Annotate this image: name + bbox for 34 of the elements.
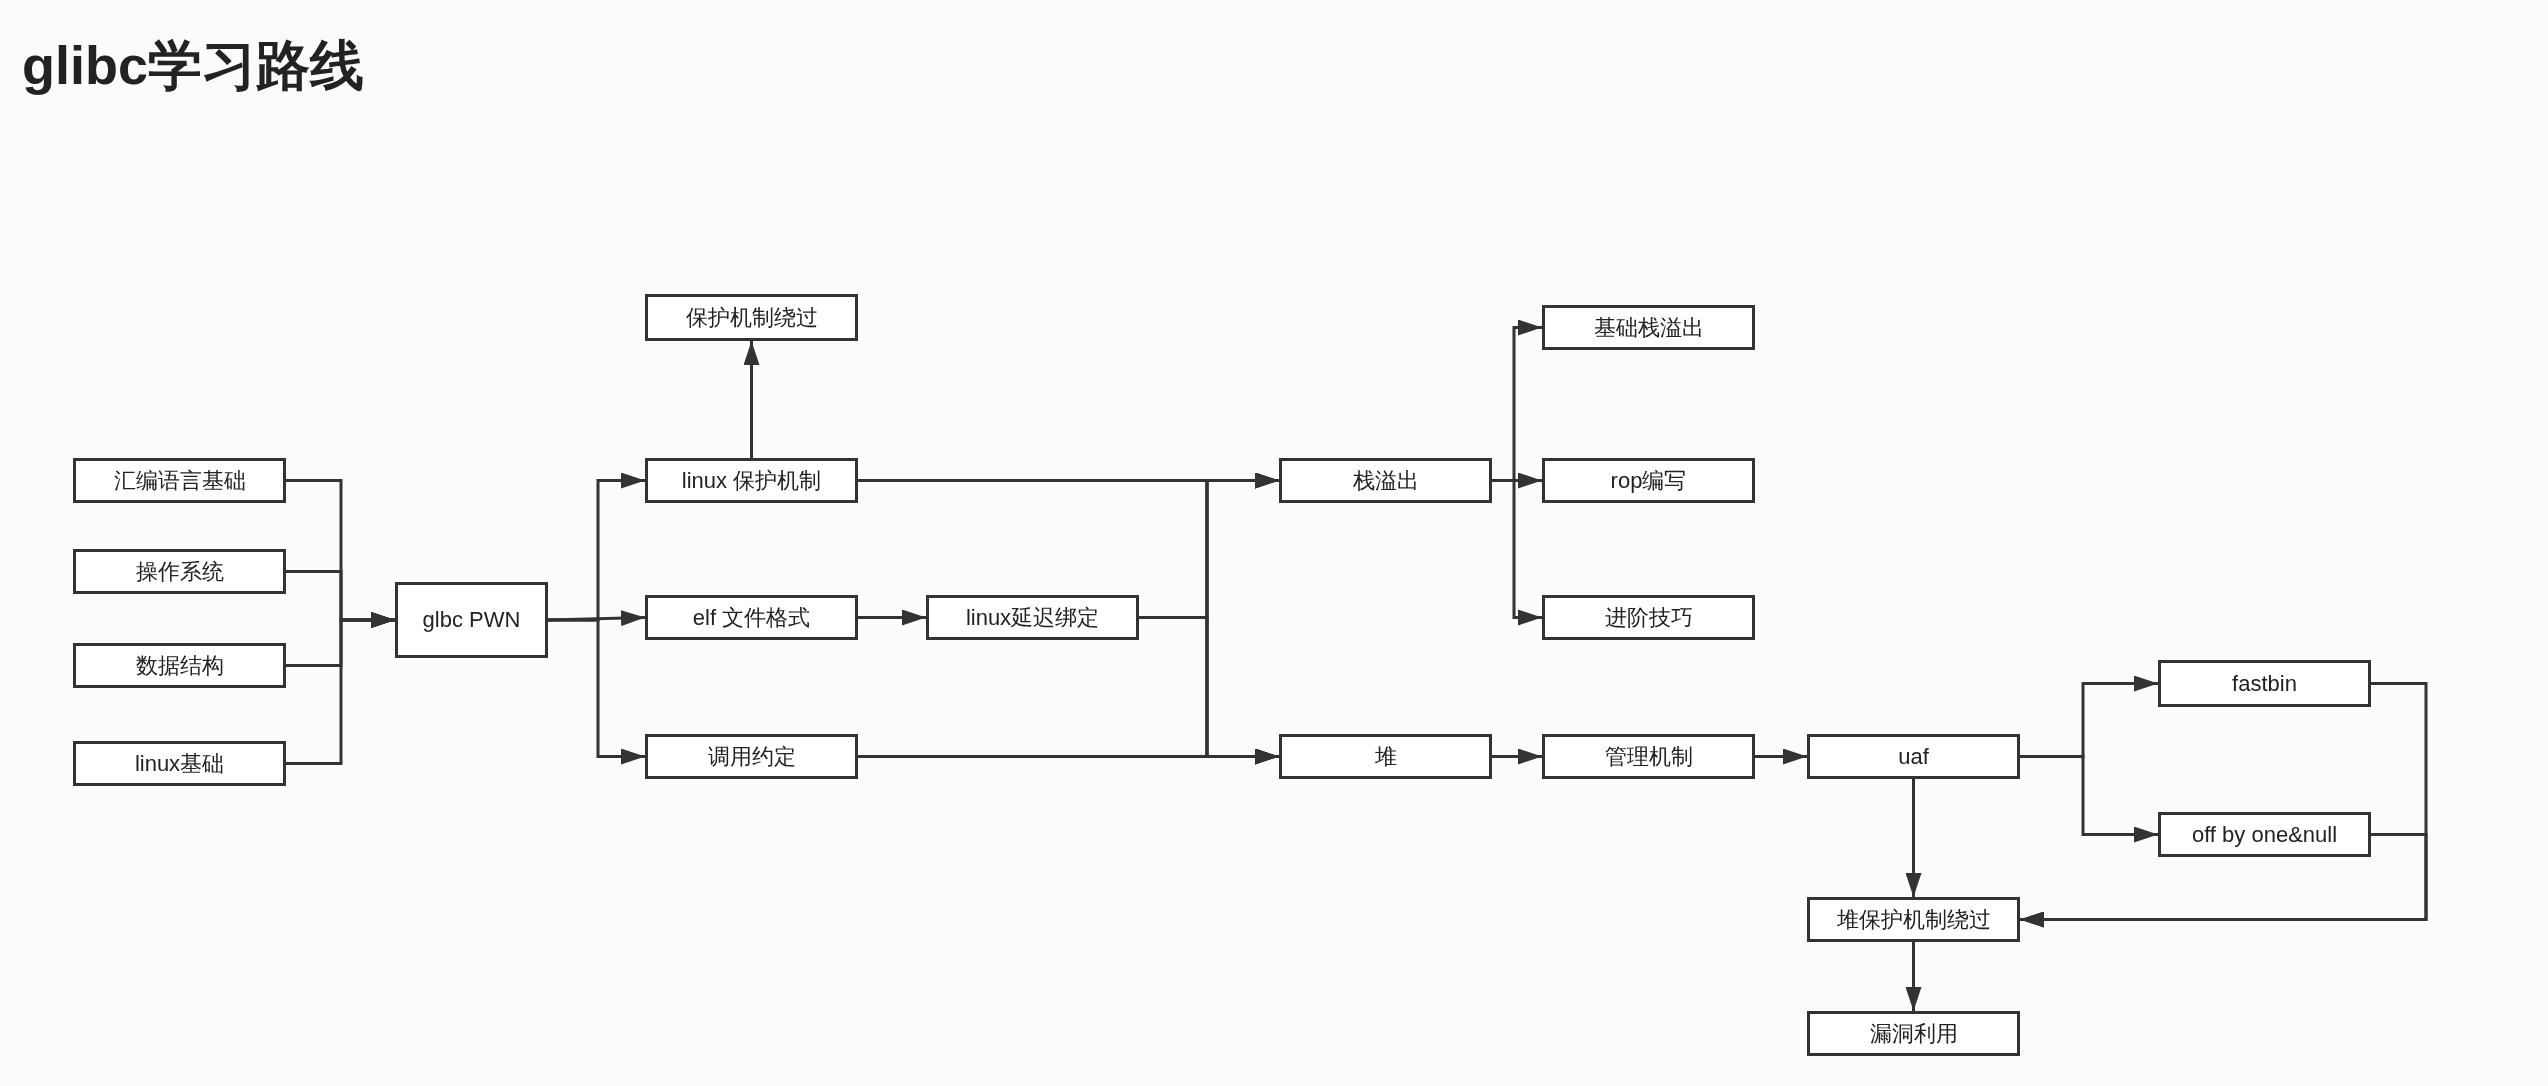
arrow xyxy=(1905,942,1922,1011)
process-box: fastbin xyxy=(2158,660,2371,707)
process-box: 堆保护机制绕过 xyxy=(1807,897,2020,942)
process-box: 漏洞利用 xyxy=(1807,1011,2020,1056)
process-box: 管理机制 xyxy=(1542,734,1755,779)
process-box: off by one&null xyxy=(2158,812,2371,857)
arrow xyxy=(858,609,926,626)
process-box: glbc PWN xyxy=(395,582,548,658)
process-box: 调用约定 xyxy=(645,734,858,779)
process-box: 数据结构 xyxy=(73,643,286,688)
process-box: 保护机制绕过 xyxy=(645,294,858,341)
process-box: uaf xyxy=(1807,734,2020,779)
arrow xyxy=(1905,779,1922,897)
arrow xyxy=(286,612,395,765)
arrow xyxy=(743,341,760,458)
arrow xyxy=(1492,479,1542,626)
arrow xyxy=(858,748,1279,765)
process-box: 进阶技巧 xyxy=(1542,595,1755,640)
process-box: linux基础 xyxy=(73,741,286,786)
process-box: 基础栈溢出 xyxy=(1542,305,1755,350)
process-box: 栈溢出 xyxy=(1279,458,1492,503)
process-box: elf 文件格式 xyxy=(645,595,858,640)
arrow xyxy=(548,618,645,765)
process-box: 操作系统 xyxy=(73,549,286,594)
process-box: rop编写 xyxy=(1542,458,1755,503)
arrow xyxy=(1492,748,1542,765)
arrow xyxy=(1755,748,1807,765)
arrow xyxy=(2020,755,2158,843)
process-box: linux 保护机制 xyxy=(645,458,858,503)
process-box: 堆 xyxy=(1279,734,1492,779)
process-box: linux延迟绑定 xyxy=(926,595,1139,640)
arrow xyxy=(547,610,646,627)
process-box: 汇编语言基础 xyxy=(73,458,286,503)
title: glibc学习路线 xyxy=(22,34,364,97)
